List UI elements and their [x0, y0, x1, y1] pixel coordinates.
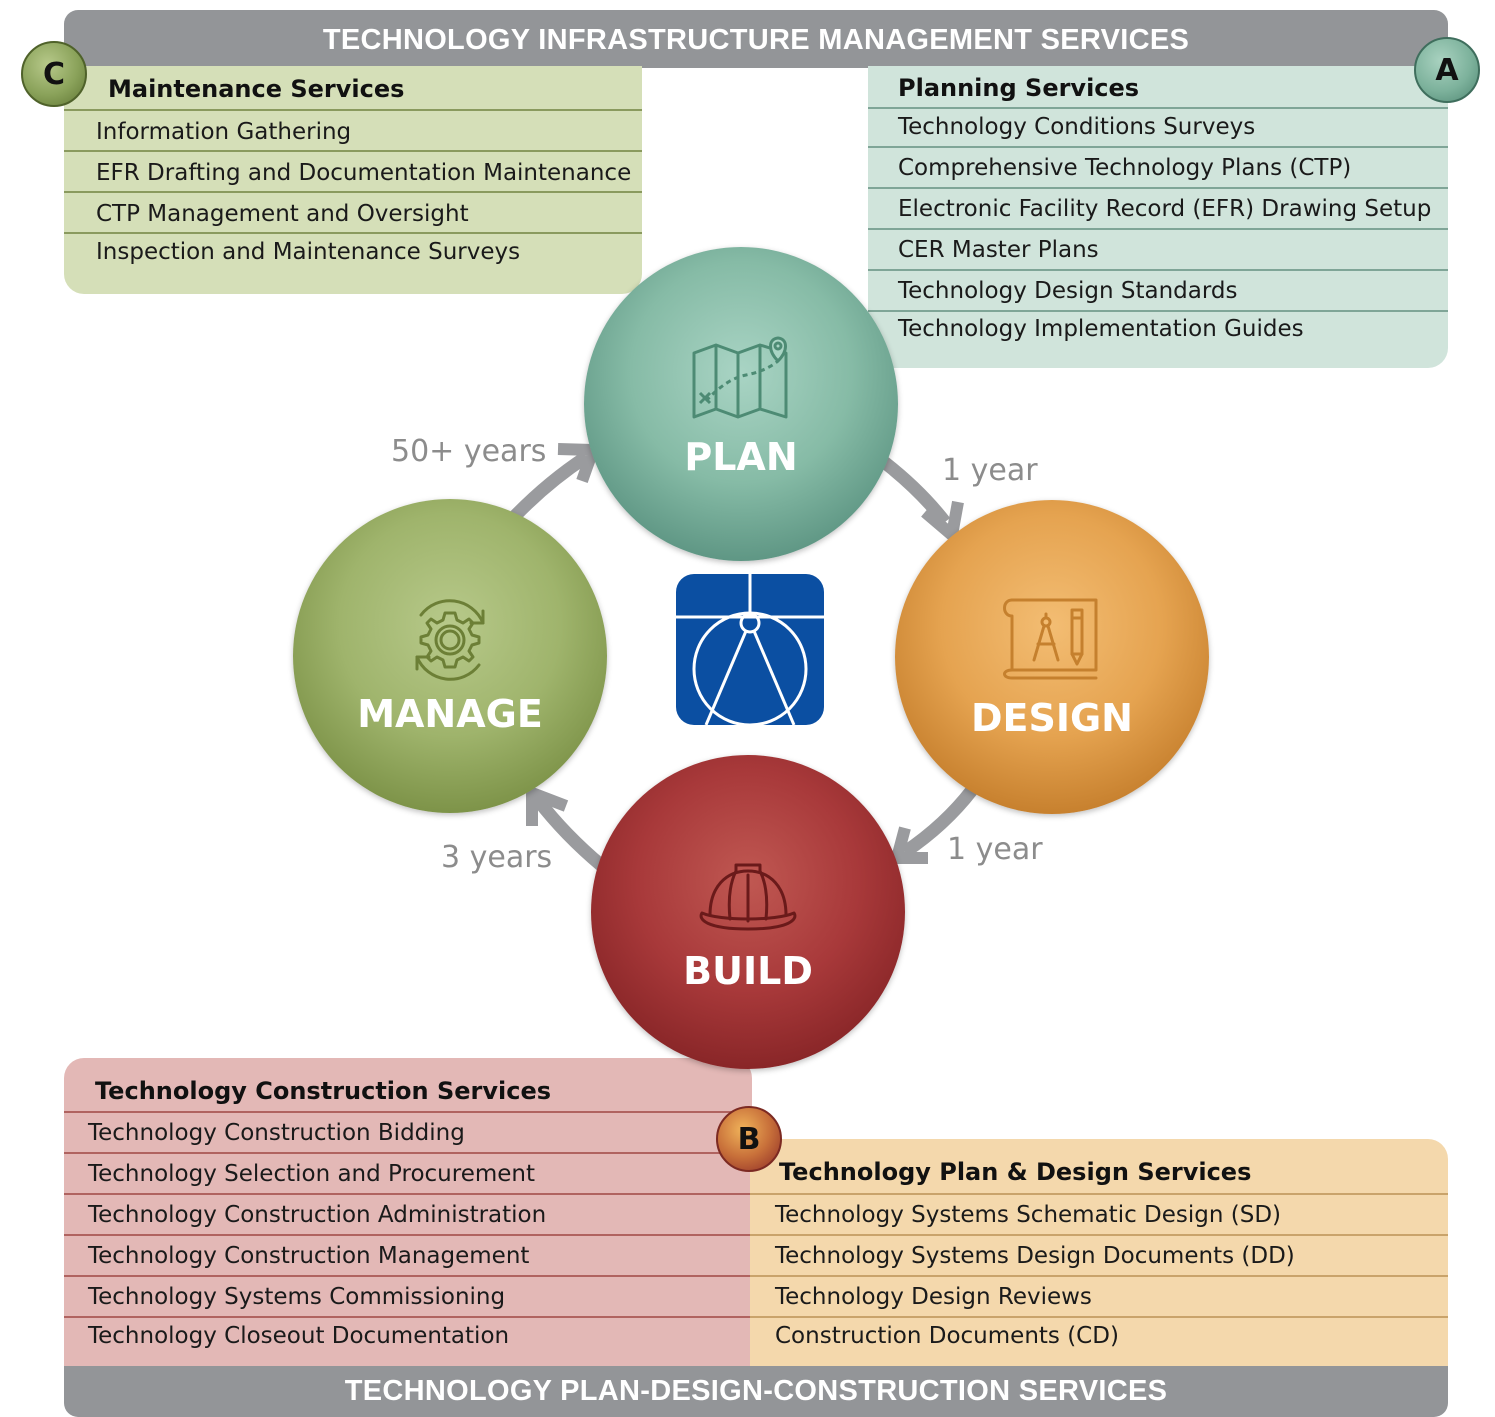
header-banner: TECHNOLOGY INFRASTRUCTURE MANAGEMENT SER… [64, 10, 1448, 68]
manage-stage: MANAGE [293, 499, 607, 813]
list-item: Technology Selection and Procurement [88, 1161, 535, 1187]
map-icon [692, 336, 788, 419]
list-item: Technology Systems Design Documents (DD) [775, 1243, 1295, 1269]
arrowhead-design [921, 500, 964, 547]
list-item: EFR Drafting and Documentation Maintenan… [96, 160, 632, 186]
plan-design-services-panel: Technology Plan & Design Services Techno… [750, 1139, 1448, 1368]
duration-plan-to-design: 1 year [942, 453, 1038, 488]
divider [64, 150, 642, 152]
hard-hat-icon [699, 863, 797, 931]
list-item: Technology Conditions Surveys [898, 114, 1256, 140]
divider [64, 1234, 752, 1236]
blueprint-compass-icon [1003, 598, 1098, 680]
list-item: Technology Systems Schematic Design (SD) [775, 1202, 1282, 1228]
panel-title: Technology Plan & Design Services [779, 1158, 1252, 1186]
divider [868, 187, 1448, 189]
divider [868, 269, 1448, 271]
duration-manage-to-plan: 50+ years [391, 434, 547, 469]
divider [868, 310, 1448, 312]
manage-label: MANAGE [357, 692, 543, 736]
arrowhead-manage [526, 784, 569, 826]
list-item: Technology Systems Commissioning [88, 1284, 506, 1310]
divider [64, 1275, 752, 1277]
list-item: Electronic Facility Record (EFR) Drawing… [898, 196, 1432, 222]
divider [64, 1316, 752, 1318]
panel-title: Maintenance Services [108, 75, 405, 103]
divider [868, 228, 1448, 230]
design-stage: DESIGN [895, 500, 1209, 814]
maintenance-services-panel: Maintenance Services Information Gatheri… [64, 66, 642, 294]
list-item: Inspection and Maintenance Surveys [96, 239, 521, 265]
divider [750, 1275, 1448, 1277]
divider [750, 1234, 1448, 1236]
divider [64, 109, 642, 111]
badge-a: A [1414, 37, 1480, 103]
list-item: Construction Documents (CD) [775, 1323, 1119, 1349]
divider [64, 1111, 752, 1113]
build-label: BUILD [683, 949, 813, 993]
design-label: DESIGN [970, 696, 1133, 740]
divider [868, 146, 1448, 148]
badge-b: B [716, 1106, 782, 1172]
divider [64, 1152, 752, 1154]
compass-logo-icon [676, 574, 824, 725]
arrowhead-build [889, 826, 928, 864]
panel-title: Planning Services [898, 74, 1140, 102]
divider [64, 1193, 752, 1195]
panel-title: Technology Construction Services [95, 1077, 552, 1105]
list-item: Technology Design Standards [898, 278, 1238, 304]
list-item: Technology Implementation Guides [898, 316, 1304, 342]
list-item: CER Master Plans [898, 237, 1099, 263]
plan-stage: PLAN [584, 247, 898, 561]
list-item: Comprehensive Technology Plans (CTP) [898, 155, 1352, 181]
divider [868, 107, 1448, 109]
divider [750, 1316, 1448, 1318]
construction-services-panel: Technology Construction Services Technol… [64, 1058, 752, 1368]
list-item: Technology Design Reviews [775, 1284, 1092, 1310]
plan-label: PLAN [684, 435, 798, 479]
footer-banner: TECHNOLOGY PLAN-DESIGN-CONSTRUCTION SERV… [64, 1366, 1448, 1417]
divider [64, 191, 642, 193]
duration-build-to-manage: 3 years [441, 840, 553, 875]
badge-c: C [21, 41, 87, 107]
build-stage: BUILD [591, 755, 905, 1069]
planning-services-panel: Planning Services Technology Conditions … [868, 66, 1448, 368]
list-item: Technology Construction Administration [88, 1202, 547, 1228]
list-item: Technology Construction Management [88, 1243, 530, 1269]
list-item: CTP Management and Oversight [96, 201, 469, 227]
divider [64, 232, 642, 234]
list-item: Technology Construction Bidding [88, 1120, 465, 1146]
duration-design-to-build: 1 year [947, 832, 1043, 867]
list-item: Information Gathering [96, 119, 352, 145]
gear-cycle-icon [415, 599, 485, 681]
divider [750, 1193, 1448, 1195]
list-item: Technology Closeout Documentation [88, 1323, 510, 1349]
